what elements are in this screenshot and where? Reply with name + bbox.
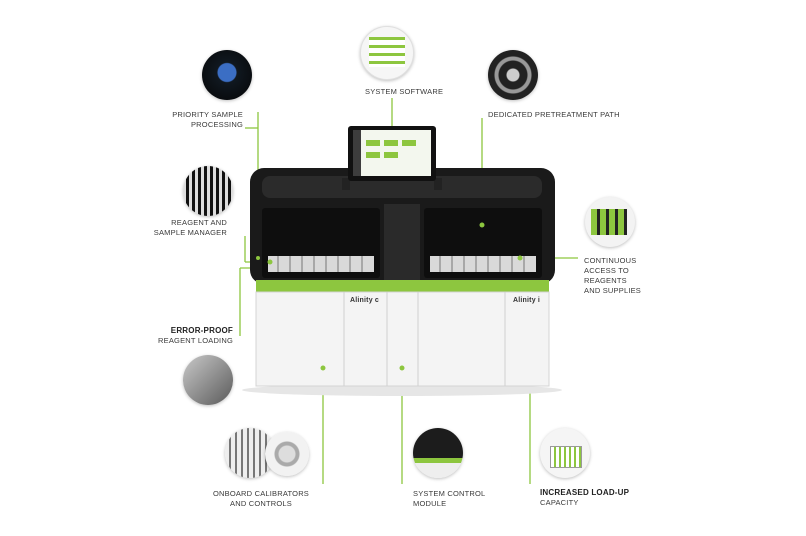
label-load-up-bold: INCREASED LOAD-UP [540,488,630,497]
label-software-line1: SYSTEM SOFTWARE [365,87,444,96]
priority-sample-thumbnail [202,50,252,100]
label-calibrators-line1: ONBOARD CALIBRATORS [212,489,310,498]
reagent-sample-manager-thumbnail [183,166,233,216]
label-control-line1: SYSTEM CONTROL [413,489,486,498]
label-priority-line1: PRIORITY SAMPLE [172,110,243,119]
label-error-proof-line1: REAGENT LOADING [158,336,233,345]
label-reagent-line1: REAGENT AND [171,218,227,227]
system-control-module-thumbnail [413,428,463,478]
label-error-proof-bold: ERROR-PROOF [170,326,233,335]
label-system-control-module: SYSTEM CONTROL MODULE [413,489,485,509]
label-pretreatment-line1: DEDICATED PRETREATMENT PATH [488,110,620,119]
label-load-up-line1: CAPACITY [540,498,579,507]
label-pretreatment-path: DEDICATED PRETREATMENT PATH [488,110,620,120]
label-priority-line2: PROCESSING [190,120,243,129]
analyzer-instrument [242,126,562,396]
label-continuous-line1: CONTINUOUS [584,256,637,265]
label-continuous-line2: ACCESS TO [584,266,629,275]
controls-thumbnail [265,432,309,476]
label-system-software: SYSTEM SOFTWARE [365,87,443,97]
label-continuous-line4: AND SUPPLIES [584,286,642,295]
label-reagent-line2: SAMPLE MANAGER [153,228,227,237]
alinity-i-logo: Alinity i [513,297,541,304]
label-control-line2: MODULE [413,499,447,508]
label-calibrators-line2: AND CONTROLS [230,499,292,508]
label-reagent-sample-manager: REAGENT AND SAMPLE MANAGER [140,218,227,238]
load-up-capacity-thumbnail [540,428,590,478]
label-onboard-calibrators: ONBOARD CALIBRATORS AND CONTROLS [205,489,317,509]
label-error-proof: ERROR-PROOF REAGENT LOADING [140,326,233,346]
alinity-c-logo: Alinity c [350,297,380,304]
continuous-access-thumbnail [585,197,635,247]
system-software-thumbnail [360,26,414,80]
pretreatment-path-thumbnail [488,50,538,100]
error-proof-loading-thumbnail [183,355,233,405]
label-increased-load-up: INCREASED LOAD-UP CAPACITY [540,488,629,508]
label-continuous-line3: REAGENTS [584,276,627,285]
label-priority-sample: PRIORITY SAMPLE PROCESSING [150,110,243,130]
label-continuous-access: CONTINUOUS ACCESS TO REAGENTS AND SUPPLI… [584,256,641,296]
